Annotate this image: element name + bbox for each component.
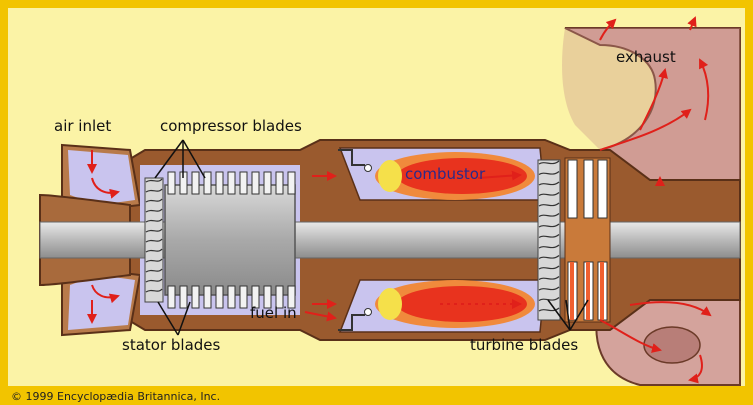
turbine-blade-top xyxy=(584,160,593,218)
compressor-blade-top xyxy=(240,172,247,194)
compressor-blade-bottom xyxy=(216,286,223,308)
compressor-blade-bottom xyxy=(180,286,187,308)
turbine-blade-glow xyxy=(600,262,604,320)
compressor-blade-top xyxy=(168,172,175,194)
compressor-blade-bottom xyxy=(228,286,235,308)
label-compressor-blades: compressor blades xyxy=(160,117,302,135)
turbine-blade-glow xyxy=(586,262,590,320)
label-fuel-in: fuel in xyxy=(250,304,297,322)
compressor-drum xyxy=(165,185,295,295)
compressor-blade-bottom xyxy=(168,286,175,308)
turbine-blade-top xyxy=(568,160,577,218)
compressor-blade-top xyxy=(228,172,235,194)
compressor-blade-top xyxy=(252,172,259,194)
turbine-section xyxy=(538,158,610,322)
compressor-blade-bottom xyxy=(240,286,247,308)
compressor-blade-top xyxy=(288,172,295,194)
inlet-guide-vanes xyxy=(145,178,163,302)
label-stator-blades: stator blades xyxy=(122,336,221,354)
turbine-blade-glow xyxy=(570,262,574,320)
compressor-blade-top xyxy=(216,172,223,194)
compressor-blade-top xyxy=(192,172,199,194)
turbine-blade-top xyxy=(598,160,607,218)
copyright-credit: © 1999 Encyclopædia Britannica, Inc. xyxy=(11,390,220,403)
label-turbine-blades: turbine blades xyxy=(470,336,578,354)
compressor-blade-top xyxy=(276,172,283,194)
compressor-blade-top xyxy=(264,172,271,194)
compressor-blade-bottom xyxy=(204,286,211,308)
compressor-blade-bottom xyxy=(192,286,199,308)
compressor-blade-top xyxy=(204,172,211,194)
label-exhaust: exhaust xyxy=(616,48,676,66)
label-air-inlet: air inlet xyxy=(54,117,111,135)
label-combustor: combustor xyxy=(405,165,486,183)
